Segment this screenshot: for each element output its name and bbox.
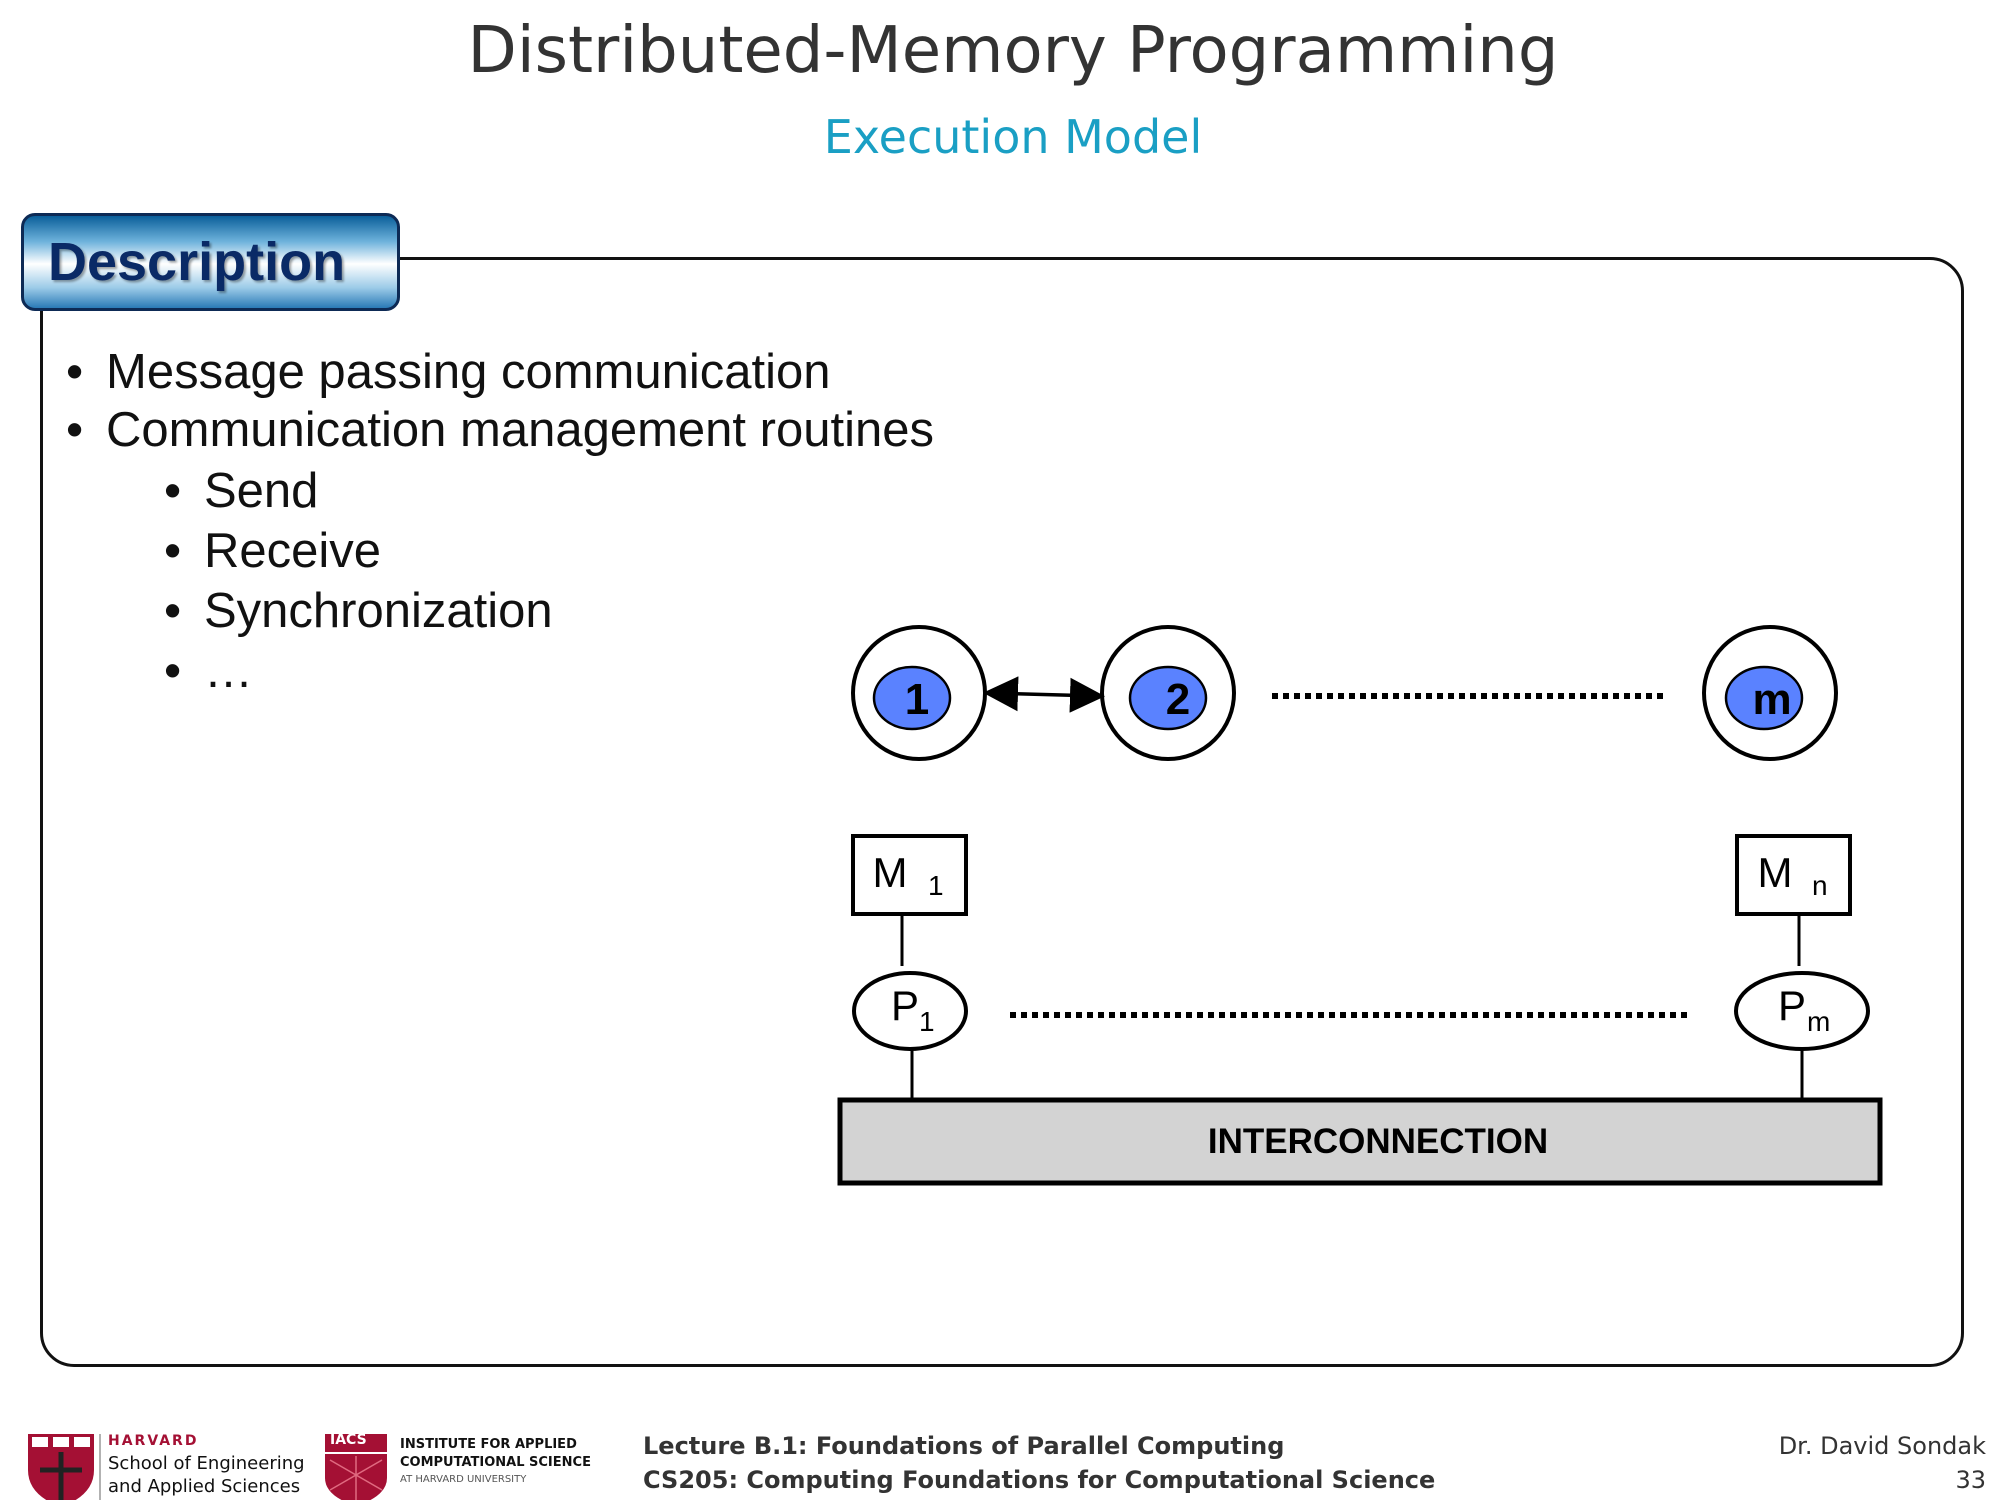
sub-bullet-list: • Send • Receive • Synchronization • … [66, 461, 934, 701]
bullet-glyph: • [164, 464, 182, 518]
bullet-item: • Message passing communication [66, 343, 934, 401]
processor-label: P [891, 982, 919, 1029]
bullet-list: • Message passing communication • Commun… [66, 343, 934, 701]
sub-bullet-text: Send [204, 464, 319, 518]
memory-subscript: 1 [928, 870, 944, 901]
bullet-text: Message passing communication [106, 345, 831, 399]
sub-bullet-text: Synchronization [204, 584, 553, 638]
slide-subtitle: Execution Model [823, 110, 1203, 164]
author-name: Dr. David Sondak [1778, 1432, 1986, 1460]
page-number: 33 [1955, 1466, 1986, 1494]
memory-subscript: n [1812, 870, 1828, 901]
slide-title: Distributed-Memory Programming [467, 14, 1559, 88]
memory-box-n: M n [1735, 834, 1852, 916]
process-node-2: 2 [1100, 625, 1236, 761]
bullet-glyph: • [164, 584, 182, 638]
iacs-name-line2: COMPUTATIONAL SCIENCE [400, 1455, 591, 1470]
message-arrow [983, 676, 1105, 713]
sub-bullet-item: • Receive [164, 521, 934, 581]
bullet-glyph: • [164, 644, 182, 698]
bullet-text: Communication management routines [106, 403, 934, 457]
iacs-name-line3: AT HARVARD UNIVERSITY [400, 1474, 527, 1485]
course-title: CS205: Computing Foundations for Computa… [643, 1466, 1436, 1494]
sub-bullet-item: • … [164, 641, 934, 701]
processor-label: P [1778, 982, 1806, 1029]
iacs-badge-text: IACS [330, 1432, 367, 1448]
bullet-glyph: • [66, 345, 84, 399]
interconnection-bar: INTERCONNECTION [837, 1097, 1883, 1186]
description-tab-label: Description [48, 232, 346, 292]
harvard-wordmark: HARVARD [108, 1433, 199, 1449]
bullet-glyph: • [66, 403, 84, 457]
memory-label: M [873, 849, 908, 896]
description-panel [40, 257, 1964, 1367]
process-label: 1 [905, 675, 929, 724]
description-tab: Description [21, 213, 400, 311]
harvard-shield-logo [28, 1434, 94, 1500]
iacs-name-line1: INSTITUTE FOR APPLIED [400, 1437, 577, 1452]
interconnection-label: INTERCONNECTION [1208, 1122, 1548, 1161]
seas-name-line1: School of Engineering [108, 1453, 305, 1474]
sub-bullet-item: • Synchronization [164, 581, 934, 641]
bullet-glyph: • [164, 524, 182, 578]
process-node-m: m [1702, 625, 1838, 761]
memory-label: M [1758, 849, 1793, 896]
bullet-item: • Communication management routines [66, 401, 934, 459]
processor-subscript: 1 [919, 1006, 935, 1037]
process-label: m [1752, 675, 1791, 724]
memory-box-1: M 1 [851, 834, 968, 916]
processor-subscript: m [1807, 1006, 1830, 1037]
seas-name-line2: and Applied Sciences [108, 1476, 301, 1497]
process-label: 2 [1166, 675, 1190, 724]
processor-node-m: P m [1734, 971, 1870, 1051]
lecture-title: Lecture B.1: Foundations of Parallel Com… [643, 1432, 1285, 1460]
sub-bullet-text: Receive [204, 524, 382, 578]
processor-node-1: P 1 [852, 971, 968, 1051]
process-node-1: 1 [851, 625, 987, 761]
iacs-logo [325, 1434, 387, 1500]
sub-bullet-item: • Send [164, 461, 934, 521]
sub-bullet-text: … [204, 644, 253, 698]
